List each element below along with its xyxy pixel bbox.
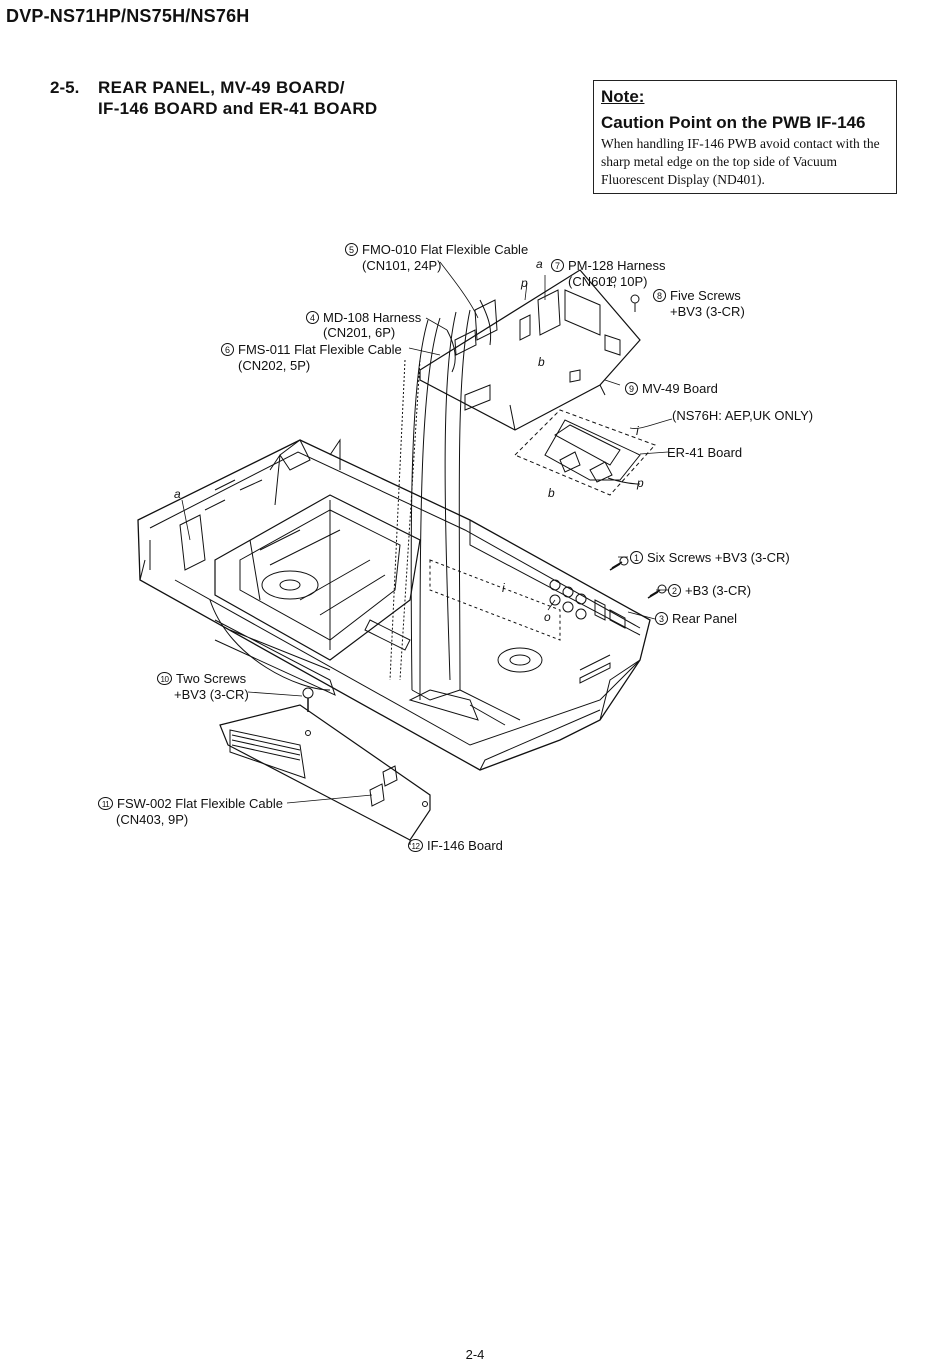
label-five-screws: 8 Five Screws [653, 288, 741, 304]
label-text: Rear Panel [672, 611, 738, 626]
er41-board-drawing [514, 409, 656, 496]
ref-letter-p: p [521, 276, 528, 290]
label-text: IF-146 Board [427, 838, 503, 853]
label-fmo010-spec: (CN101, 24P) [362, 258, 442, 273]
ref-letter-i: i [502, 581, 505, 595]
ref-letter-i: i [636, 424, 639, 438]
label-rear-panel: 3 Rear Panel [655, 611, 737, 627]
rear-panel-drawing [549, 579, 626, 629]
ref-letter-o: o [544, 610, 551, 624]
if146-board-drawing [219, 704, 431, 845]
label-text: Two Screws [176, 671, 247, 686]
callout-number: 11 [98, 797, 113, 810]
label-mv49-board: 9 MV-49 Board [625, 381, 718, 397]
callout-number: 7 [551, 259, 564, 272]
callout-number: 1 [630, 551, 643, 564]
model-header: DVP-NS71HP/NS75H/NS76H [6, 6, 250, 26]
label-text: Six Screws +BV3 (3-CR) [647, 550, 790, 565]
label-if146-board: 12 IF-146 Board [408, 838, 503, 854]
note-heading: Caution Point on the PWB IF-146 [601, 113, 866, 132]
mv49-board-drawing [419, 269, 641, 431]
ref-letter-b: b [538, 355, 545, 369]
ref-letter-o: o [610, 272, 617, 286]
chassis-drawing [137, 438, 651, 771]
section-title-line1: REAR PANEL, MV-49 BOARD/ [98, 78, 345, 97]
label-text: FMS-011 Flat Flexible Cable [238, 342, 402, 357]
note-body: When handling IF-146 PWB avoid contact w… [601, 136, 880, 187]
section-title-line2: IF-146 BOARD and ER-41 BOARD [98, 99, 378, 118]
callout-number: 6 [221, 343, 234, 356]
label-md108-spec: (CN201, 6P) [323, 325, 396, 340]
callout-number: 9 [625, 382, 638, 395]
section-number: 2-5. [50, 78, 80, 97]
page-number: 2-4 [465, 1347, 485, 1362]
caution-note-box: Note: Caution Point on the PWB IF-146 Wh… [593, 80, 897, 194]
label-five-screws-spec: +BV3 (3-CR) [670, 304, 745, 319]
ref-letter-p: p [637, 476, 644, 490]
note-title: Note: [601, 87, 645, 106]
label-pm128-harness: 7 PM-128 Harness [551, 258, 666, 274]
label-er41-board: ER-41 Board [667, 445, 743, 460]
label-text: PM-128 Harness [568, 258, 666, 273]
callout-number: 4 [306, 311, 319, 324]
flat-cables-drawing [389, 299, 492, 721]
label-pm128-spec: (CN601, 10P) [568, 274, 648, 289]
ref-letter-a: a [174, 487, 181, 501]
leader-lines [181, 261, 673, 845]
callout-number: 12 [408, 839, 423, 852]
ref-letter-a: a [536, 257, 543, 271]
label-b3-screw: 2 +B3 (3-CR) [668, 583, 751, 599]
label-text: MD-108 Harness [323, 310, 422, 325]
ref-letter-b: b [548, 486, 555, 500]
label-text: FSW-002 Flat Flexible Cable [117, 796, 283, 811]
label-fsw002-cable: 11 FSW-002 Flat Flexible Cable [98, 796, 283, 812]
callout-number: 5 [345, 243, 358, 256]
callout-number: 3 [655, 612, 668, 625]
callout-number: 8 [653, 289, 666, 302]
label-fsw002-spec: (CN403, 9P) [116, 812, 189, 827]
label-two-screws-spec: +BV3 (3-CR) [174, 687, 249, 702]
label-md108-harness: 4 MD-108 Harness [306, 310, 421, 326]
label-text: FMO-010 Flat Flexible Cable [362, 242, 529, 257]
label-fms011-cable: 6 FMS-011 Flat Flexible Cable [221, 342, 402, 358]
label-fms011-spec: (CN202, 5P) [238, 358, 311, 373]
label-text: +B3 (3-CR) [685, 583, 752, 598]
drive-mechanism-drawing [179, 494, 421, 696]
callout-number: 10 [157, 672, 172, 685]
label-fmo010-cable: 5 FMO-010 Flat Flexible Cable [345, 242, 528, 258]
label-text: MV-49 Board [642, 381, 718, 396]
label-text: Five Screws [670, 288, 741, 303]
label-six-screws: 1 Six Screws +BV3 (3-CR) [630, 550, 790, 566]
label-er41-note: (NS76H: AEP,UK ONLY) [672, 408, 814, 423]
callout-number: 2 [668, 584, 681, 597]
label-two-screws: 10 Two Screws [157, 671, 246, 687]
